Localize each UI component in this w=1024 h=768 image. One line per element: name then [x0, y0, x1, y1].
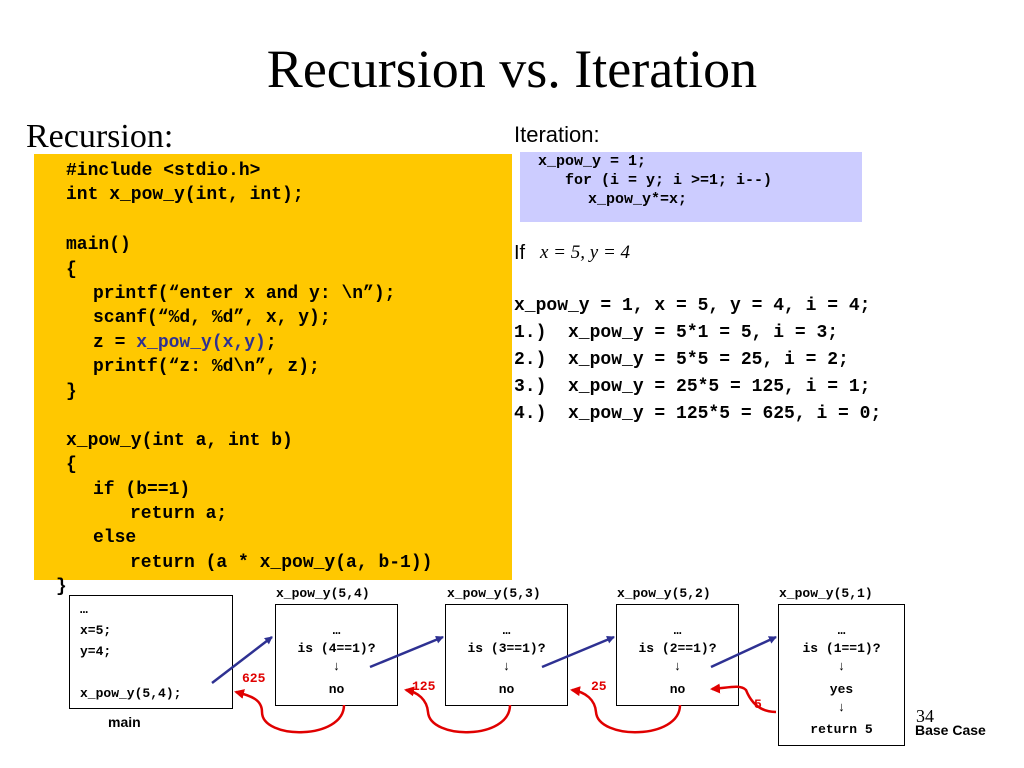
- return-arrow: [404, 686, 512, 734]
- recursion-code-box: #include <stdio.h> int x_pow_y(int, int)…: [34, 154, 512, 580]
- main-label: main: [108, 714, 141, 730]
- code-line: {: [66, 260, 77, 280]
- down-arrow-icon: ↓: [673, 659, 682, 674]
- code-line: x_pow_y = 1;: [538, 153, 647, 170]
- code-line: else: [93, 528, 137, 548]
- call-frame-5-3: … is (3==1)? ↓ no: [445, 604, 568, 706]
- if-label: If: [514, 242, 526, 264]
- trace-line: 2.) x_pow_y = 5*5 = 25, i = 2;: [514, 350, 849, 370]
- return-value-125: 125: [412, 679, 436, 694]
- call-arrow: [211, 636, 273, 684]
- code-line: main(): [66, 235, 131, 255]
- code-line: scanf(“%d, %d”, x, y);: [93, 308, 331, 328]
- code-line: printf(“z: %d\n”, z);: [93, 357, 320, 377]
- frame-text: …: [80, 602, 88, 617]
- call-arrow: [541, 635, 615, 669]
- frame-text: …: [332, 623, 341, 638]
- trace-line: 1.) x_pow_y = 5*1 = 5, i = 3;: [514, 323, 839, 343]
- code-line: for (i = y; i >=1; i--): [565, 172, 773, 189]
- down-arrow-icon: ↓: [837, 659, 846, 674]
- frame-text: yes: [829, 682, 854, 697]
- call-arrow: [369, 635, 444, 669]
- frame-text: no: [669, 682, 686, 697]
- iteration-heading: Iteration:: [514, 122, 600, 147]
- code-line: #include <stdio.h>: [66, 161, 261, 181]
- frame-text: return 5: [810, 722, 873, 737]
- frame-text: …: [837, 623, 846, 638]
- frame-call-label: x_pow_y(5,1): [779, 586, 873, 601]
- code-line: printf(“enter x and y: \n”);: [93, 284, 396, 304]
- code-line: x_pow_y(int a, int b): [66, 431, 293, 451]
- if-condition: x = 5, y = 4: [540, 242, 631, 263]
- code-line: z = x_pow_y(x,y);: [93, 333, 277, 353]
- return-value-25: 25: [591, 679, 607, 694]
- frame-text: …: [673, 623, 682, 638]
- frame-text: is (1==1)?: [802, 641, 881, 656]
- code-text: ;: [265, 333, 277, 353]
- frame-text: is (2==1)?: [638, 641, 717, 656]
- code-line: if (b==1): [93, 480, 191, 500]
- down-arrow-icon: ↓: [837, 700, 846, 715]
- code-line: return (a * x_pow_y(a, b-1)): [130, 553, 433, 573]
- frame-text: is (3==1)?: [467, 641, 546, 656]
- frame-call-label: x_pow_y(5,3): [447, 586, 541, 601]
- call-frame-5-4: … is (4==1)? ↓ no: [275, 604, 398, 706]
- base-case-label: Base Case: [915, 722, 986, 738]
- code-text: z =: [93, 333, 137, 353]
- frame-text: no: [328, 682, 345, 697]
- down-arrow-icon: ↓: [332, 659, 341, 674]
- trace-line: 4.) x_pow_y = 125*5 = 625, i = 0;: [514, 404, 882, 424]
- call-frame-5-1: … is (1==1)? ↓ yes ↓ return 5: [778, 604, 905, 746]
- frame-text: …: [502, 623, 511, 638]
- call-arrow: [710, 635, 777, 669]
- code-line: x_pow_y*=x;: [588, 191, 688, 208]
- frame-call-label: x_pow_y(5,4): [276, 586, 370, 601]
- page-number: 34: [916, 706, 934, 726]
- frame-text: no: [498, 682, 515, 697]
- return-arrow: [234, 689, 346, 734]
- return-arrow: [570, 686, 682, 734]
- return-value-625: 625: [242, 671, 266, 686]
- recursion-heading: Recursion:: [26, 118, 174, 155]
- code-line: }: [66, 382, 77, 402]
- code-line: return a;: [130, 504, 228, 524]
- slide-title: Recursion vs. Iteration: [266, 39, 758, 99]
- frame-text: is (4==1)?: [297, 641, 376, 656]
- main-frame: … x=5; y=4; x_pow_y(5,4);: [69, 595, 233, 709]
- trace-line: x_pow_y = 1, x = 5, y = 4, i = 4;: [514, 296, 871, 316]
- code-line: int x_pow_y(int, int);: [66, 185, 304, 205]
- code-line: {: [66, 455, 77, 475]
- frame-text: x=5;: [80, 623, 112, 638]
- code-line: }: [56, 577, 67, 597]
- trace-line: 3.) x_pow_y = 25*5 = 125, i = 1;: [514, 377, 871, 397]
- down-arrow-icon: ↓: [502, 659, 511, 674]
- call-frame-5-2: … is (2==1)? ↓ no: [616, 604, 739, 706]
- return-value-5: 5: [754, 697, 762, 712]
- highlighted-call: x_pow_y(x,y): [136, 333, 266, 353]
- frame-call-label: x_pow_y(5,2): [617, 586, 711, 601]
- frame-text: x_pow_y(5,4);: [80, 686, 182, 701]
- iteration-code-box: x_pow_y = 1; for (i = y; i >=1; i--) x_p…: [520, 152, 862, 222]
- return-arrow: [710, 683, 777, 714]
- frame-text: y=4;: [80, 644, 112, 659]
